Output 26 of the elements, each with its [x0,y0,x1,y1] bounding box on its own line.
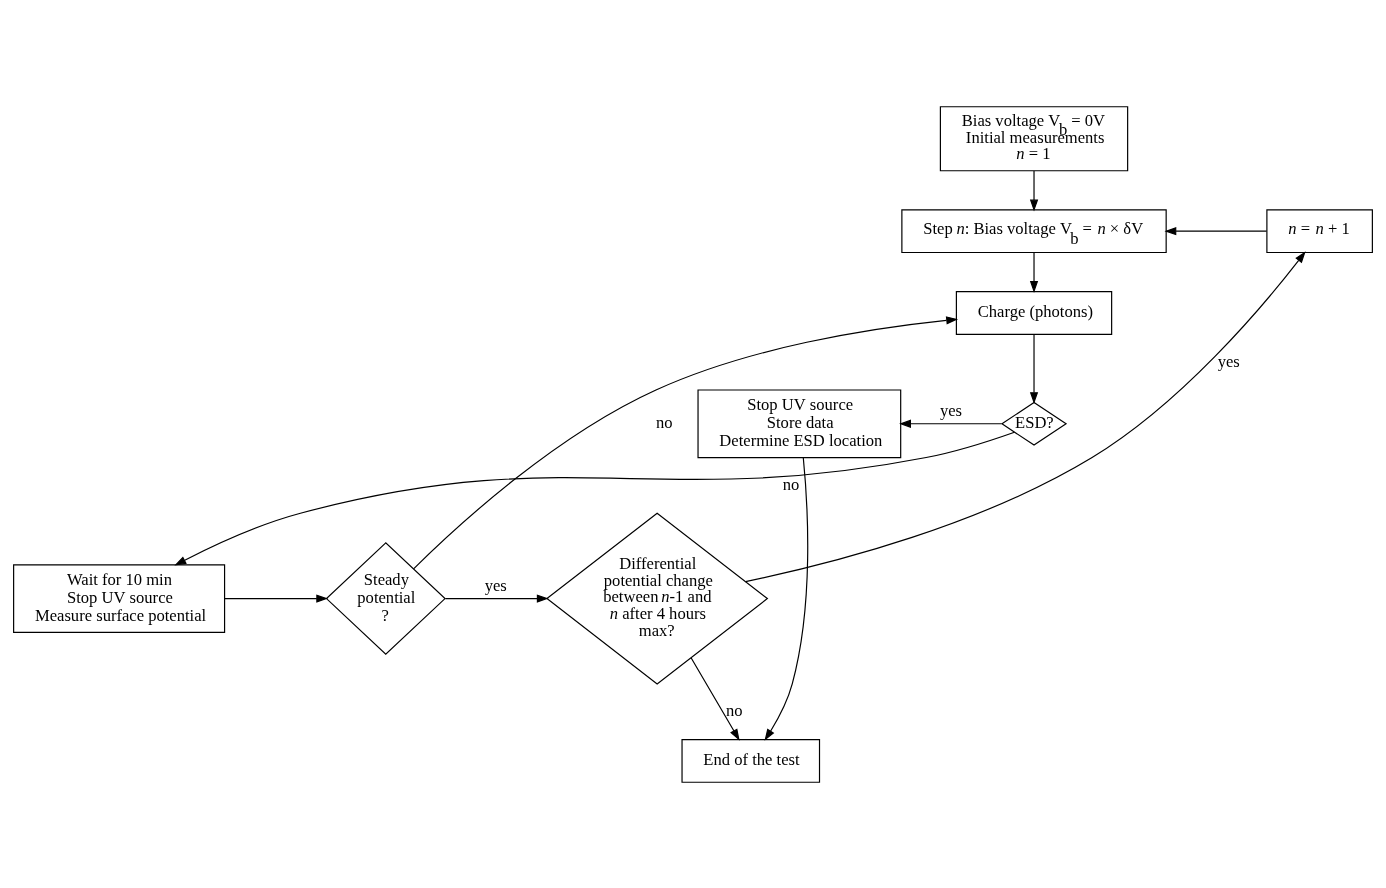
arrow [444,593,549,603]
node-box: Stop UV source Store data Determine ESD location [697,388,902,458]
edge-label: yes [939,400,963,420]
node-box: n = n + 1 [1266,208,1373,253]
arrow [224,593,329,603]
arrow [1029,169,1039,211]
arrow [764,456,809,741]
arrow [413,315,959,569]
edge-label: yes [1217,351,1240,371]
node-diamond: Differential potential change between n-1 and n after 4 hours max? [545,512,769,685]
node-box: Charge (photons) [955,290,1113,335]
arrow [899,419,1003,428]
node-diamond: Steady potential ? [325,541,446,655]
arrow [174,431,1016,566]
arrow [1029,251,1039,293]
node-box: Wait for 10 min Stop UV source Measure surface potential [13,563,226,633]
node-box: End of the test [681,738,821,783]
arrow [1029,333,1039,404]
arrow [1164,226,1268,235]
edge-label: yes [484,575,507,595]
node-diamond: ESD? [1000,401,1068,446]
arrow [690,656,740,741]
edge-label: no [725,700,743,720]
arrow [745,250,1306,582]
edge-label: no [655,412,673,432]
edge-label: no [782,474,800,494]
